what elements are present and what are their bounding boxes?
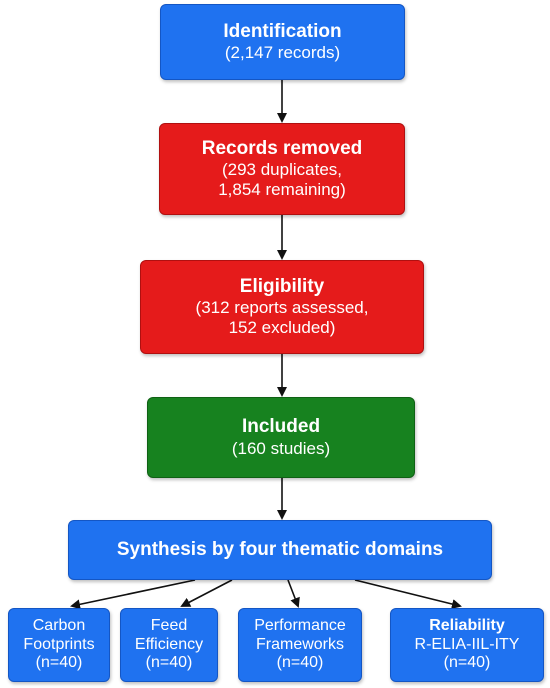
records-removed-box: Records removed (293 duplicates, 1,854 r… (159, 123, 405, 215)
identification-title: Identification (223, 20, 342, 42)
records-removed-detail-2: 1,854 remaining) (218, 180, 346, 200)
identification-detail: (2,147 records) (224, 43, 341, 63)
domain-4-line-1: Reliability (429, 616, 505, 634)
included-box: Included (160 studies) (147, 397, 415, 478)
identification-box: Identification (2,147 records) (160, 4, 405, 80)
domain-2-line-1: Feed (150, 616, 188, 634)
domain-3-line-2: Frameworks (255, 635, 344, 653)
synthesis-box: Synthesis by four thematic domains (68, 520, 492, 580)
domain-3-line-1: Performance (254, 616, 346, 634)
arrow-synthesis-to-domain-3 (287, 579, 300, 608)
arrow-synthesis-to-domain-4 (354, 579, 462, 609)
records-removed-title: Records removed (201, 137, 363, 159)
domain-box-reliability: Reliability R-ELIA-IIL-ITY (n=40) (390, 608, 544, 682)
domain-1-count: (n=40) (35, 654, 83, 672)
arrow-synthesis-to-domain-1 (70, 579, 196, 610)
included-title: Included (241, 416, 321, 438)
domain-2-line-2: Efficiency (134, 635, 204, 653)
synthesis-title: Synthesis by four thematic domains (116, 538, 444, 560)
domain-box-feed-efficiency: Feed Efficiency (n=40) (120, 608, 218, 682)
domain-box-carbon-footprints: Carbon Footprints (n=40) (8, 608, 110, 682)
domain-1-line-1: Carbon (32, 616, 86, 634)
included-detail: (160 studies) (231, 438, 331, 458)
arrow-synthesis-to-domain-2 (180, 579, 233, 607)
domain-box-performance-frameworks: Performance Frameworks (n=40) (238, 608, 362, 682)
eligibility-box: Eligibility (312 reports assessed, 152 e… (140, 260, 424, 354)
eligibility-title: Eligibility (239, 275, 325, 297)
eligibility-detail-1: (312 reports assessed, (195, 298, 369, 318)
domain-1-line-2: Footprints (23, 635, 95, 653)
domain-2-count: (n=40) (145, 654, 193, 672)
domain-4-line-2: R-ELIA-IIL-ITY (414, 635, 520, 653)
eligibility-detail-2: 152 excluded) (228, 318, 336, 338)
domain-3-count: (n=40) (276, 654, 324, 672)
domain-4-count: (n=40) (443, 654, 491, 672)
records-removed-detail-1: (293 duplicates, (221, 160, 343, 180)
